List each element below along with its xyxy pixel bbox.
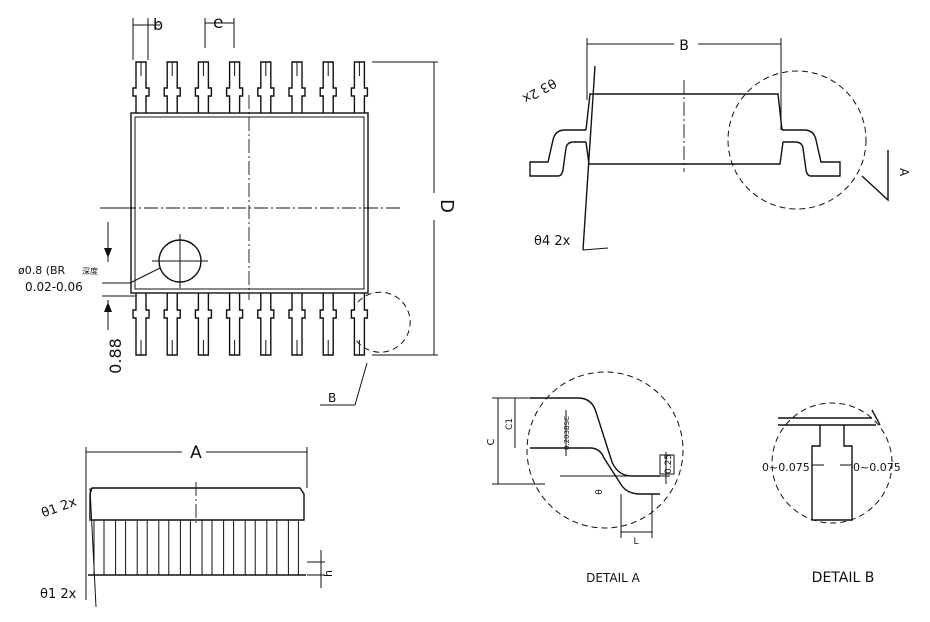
side-view: A θ1 2x θ1 2x h <box>39 443 335 608</box>
package-body <box>130 112 369 294</box>
package-body-inner <box>134 116 365 290</box>
detail-b-outline <box>771 402 893 524</box>
label-D: D <box>436 199 457 213</box>
label-h: h <box>322 570 335 577</box>
view-arrow-A <box>861 150 889 202</box>
theta4-ext <box>582 247 609 251</box>
label-gauge: 0.25 <box>664 454 674 474</box>
dim-025-box <box>659 454 675 475</box>
label-e: e <box>213 13 223 33</box>
side-pin <box>223 519 235 576</box>
leader-hole-arrow <box>129 267 161 284</box>
label-theta1-top: θ1 2x <box>39 495 79 522</box>
dim-088-arrow-bottom <box>104 302 112 312</box>
detail-b-leader <box>354 362 368 406</box>
top-view: b e D ø0.8 (BR 深度 0.02-0.06 0.88 B <box>18 13 457 406</box>
detail-a-lead-bottom <box>530 447 660 495</box>
theta1-ref-line <box>89 487 97 608</box>
side-pin <box>179 519 191 576</box>
side-pin <box>158 519 170 576</box>
dim-088-arrow-top <box>104 248 112 258</box>
side-body <box>89 487 305 521</box>
detail-a: C C1 0.203BSC 0.25 θ L DETAIL A <box>486 371 684 585</box>
side-pin-row <box>93 519 299 576</box>
label-hole-dia: ø0.8 (BR <box>18 264 66 277</box>
label-theta3: θ3 2x <box>519 75 558 106</box>
label-theta1-bottom: θ1 2x <box>40 587 77 602</box>
side-pin <box>93 519 105 576</box>
side-pin <box>201 519 213 576</box>
side-pin <box>136 519 148 576</box>
end-lead-right <box>782 129 841 177</box>
label-view-A: A <box>897 168 911 177</box>
label-b: b <box>153 15 163 34</box>
end-view: B θ3 2x θ4 2x A <box>519 38 911 251</box>
theta-draft-line <box>582 65 596 251</box>
label-hole-depth: 0.02-0.06 <box>25 280 83 294</box>
label-theta4: θ4 2x <box>534 234 571 249</box>
end-body-bottom <box>585 141 784 165</box>
detail-b-lead <box>811 425 853 521</box>
label-theta: θ <box>595 489 605 495</box>
caption-detail-b: DETAIL B <box>812 570 875 586</box>
label-C: C <box>486 438 497 445</box>
label-hole-dia-suffix: 深度 <box>82 266 98 276</box>
detail-b-body-edge <box>871 409 881 426</box>
side-pin <box>266 519 278 576</box>
label-detail-b-left: 0~0.075 <box>762 461 810 474</box>
label-L: L <box>633 537 638 547</box>
side-pin <box>244 519 256 576</box>
caption-detail-a: DETAIL A <box>586 571 640 585</box>
detail-b-circle <box>355 291 411 353</box>
label-B-top: B <box>679 38 689 54</box>
detail-b: 0~0.075 0~0.075 DETAIL B <box>762 402 901 586</box>
label-bsc: 0.203BSC <box>563 416 571 450</box>
label-detail-b-callout: B <box>328 391 336 405</box>
top-pin-row <box>132 61 369 113</box>
detail-a-outline <box>526 371 684 529</box>
label-detail-b-right: 0~0.075 <box>853 461 901 474</box>
detail-a-circle <box>727 70 867 210</box>
side-pin <box>115 519 127 576</box>
detail-a-lead-top <box>530 397 660 477</box>
bottom-pin-row <box>132 293 369 356</box>
label-088: 0.88 <box>106 338 125 374</box>
label-C1: C1 <box>505 418 515 430</box>
label-A: A <box>190 443 202 463</box>
side-pin <box>287 519 299 576</box>
end-lead-left <box>529 129 586 177</box>
